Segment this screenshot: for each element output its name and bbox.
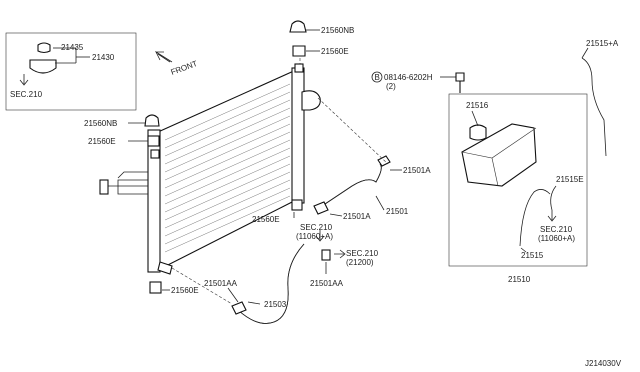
label-sec210-d: SEC.210 — [540, 225, 573, 234]
bolt-b-icon — [371, 71, 383, 83]
label-21560nb-left: 21560NB — [84, 119, 117, 128]
label-21560e-top: 21560E — [321, 47, 349, 56]
front-arrow-icon — [155, 50, 173, 63]
label-21501a-mid: 21501A — [343, 212, 371, 221]
down-arrow-icon — [19, 74, 29, 86]
filler-neck — [301, 90, 321, 111]
label-21560e-mid: 21560E — [252, 215, 280, 224]
hose-clamp-right — [377, 155, 391, 167]
label-21503: 21503 — [264, 300, 287, 309]
left-mounts: 21560NB 21560E — [84, 114, 160, 147]
down-arrow-icon — [315, 230, 325, 242]
radiator-left-tank — [147, 129, 161, 273]
label-sec210-b-sub: (11060+A) — [296, 232, 333, 241]
label-21430: 21430 — [92, 53, 115, 62]
hose-clamp-lower — [231, 301, 247, 315]
mount-e-bottom — [149, 281, 162, 294]
label-21501a-right: 21501A — [403, 166, 431, 175]
label-21501aa-left: 21501AA — [204, 279, 238, 288]
label-21560nb-top: 21560NB — [321, 26, 354, 35]
radiator-assembly — [99, 63, 321, 275]
cap-base-part — [29, 59, 57, 74]
bottom-mount: 21560E — [149, 281, 199, 295]
label-bolt-qty: (2) — [386, 82, 396, 91]
label-sec210-c-sub: (21200) — [346, 258, 374, 267]
label-sec210-d-sub: (11060+A) — [538, 234, 575, 243]
radiator-outlet — [157, 261, 173, 275]
mount-nb-left — [144, 114, 160, 127]
down-arrow-icon — [547, 210, 557, 222]
reservoir-cap — [469, 124, 487, 141]
cooler-lines — [105, 171, 148, 195]
clip-21501aa — [321, 249, 331, 261]
label-bolt-ref: 08146-6202H — [384, 73, 433, 82]
label-21510: 21510 — [508, 275, 531, 284]
label-21560e-left: 21560E — [88, 137, 116, 146]
label-21515: 21515 — [521, 251, 544, 260]
upper-hose-group: 21501A 21501A 21501 21560E SEC.210 (1106… — [252, 97, 431, 242]
label-sec210-inset: SEC.210 — [10, 90, 43, 99]
mount-nb-top — [289, 20, 307, 33]
label-21435: 21435 — [61, 43, 84, 52]
diagram-code: J214030V — [585, 359, 622, 368]
top-mounts: 21560NB 21560E — [289, 20, 354, 64]
label-21501: 21501 — [386, 207, 409, 216]
bolt-part — [455, 72, 465, 93]
label-21515a: 21515+A — [586, 39, 619, 48]
right-arrow-icon — [334, 249, 346, 259]
radiator-right-tank — [291, 67, 305, 204]
label-21516: 21516 — [466, 101, 489, 110]
svg-text:B: B — [375, 73, 380, 82]
label-sec210-b: SEC.210 — [300, 223, 333, 232]
hose-clamp-mid — [313, 201, 329, 215]
lower-hose-group: 21503 21501AA 21501AA SEC.210 (21200) — [171, 243, 379, 324]
mount-e-left — [147, 135, 160, 147]
lower-hose — [237, 243, 305, 324]
cap-seal-part — [37, 42, 51, 54]
reservoir-tank — [461, 123, 537, 187]
label-21501aa-right: 21501AA — [310, 279, 344, 288]
mount-e-top — [292, 45, 306, 57]
bolt-callout: B 08146-6202H (2) — [371, 71, 465, 93]
label-21515e: 21515E — [556, 175, 584, 184]
overflow-hose: 21515+A — [581, 39, 619, 157]
inset-detail-box: 21435 21430 SEC.210 — [5, 32, 137, 111]
reservoir-hose — [519, 189, 551, 247]
front-direction: FRONT — [155, 50, 199, 77]
label-front: FRONT — [170, 59, 199, 77]
label-sec210-c: SEC.210 — [346, 249, 379, 258]
label-21560e-bottom: 21560E — [171, 286, 199, 295]
mount-e-mid — [291, 199, 303, 211]
reservoir-box: 21516 21515E SEC.210 (11060+A) 21515 215… — [448, 93, 588, 284]
